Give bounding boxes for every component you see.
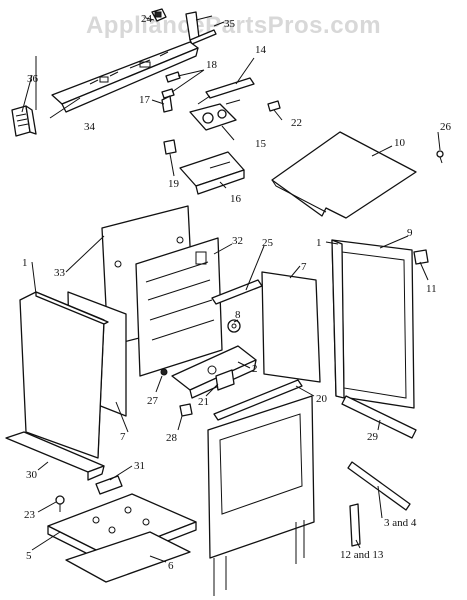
part-8[interactable]	[227, 319, 241, 333]
part-knob-24[interactable]	[151, 8, 167, 22]
label-18: 18	[206, 59, 218, 71]
label-19: 19	[168, 178, 180, 190]
part-22[interactable]	[267, 100, 281, 112]
label-11: 11	[426, 283, 437, 295]
part-3-and-4[interactable]	[347, 461, 411, 511]
part-base-rail-30[interactable]	[5, 431, 105, 481]
label-10: 10	[394, 137, 406, 149]
leader-lines	[21, 17, 441, 563]
watermark: AppliancePartsPros.com	[85, 12, 382, 39]
part-bracket-31[interactable]	[95, 475, 123, 495]
part-12-and-13[interactable]	[349, 503, 361, 547]
part-clip-11[interactable]	[413, 249, 429, 265]
label-15: 15	[255, 138, 267, 150]
label-25: 25	[262, 237, 274, 249]
label-3-and-4: 3 and 4	[384, 517, 417, 529]
label-33: 33	[54, 267, 66, 279]
label-31: 31	[134, 460, 145, 472]
label-5: 5	[26, 550, 32, 562]
part-side-panel-1-left[interactable]	[19, 291, 109, 459]
part-28[interactable]	[179, 403, 193, 417]
part-bracket-35[interactable]	[185, 11, 217, 45]
part-liner-7-right[interactable]	[261, 271, 321, 383]
label-7-left: 7	[120, 431, 126, 443]
part-leveler-23[interactable]	[55, 495, 65, 512]
part-top-panel-10[interactable]	[271, 131, 417, 219]
label-16: 16	[230, 193, 242, 205]
part-inner-frame-32[interactable]	[135, 237, 223, 377]
callout-labels: 24 35 36 14 18 17 34 22 15 19 16 10 26 3…	[22, 13, 452, 572]
label-1-right: 1	[316, 237, 322, 249]
label-29: 29	[367, 431, 379, 443]
label-7-right: 7	[301, 261, 307, 273]
label-12-and-13: 12 and 13	[340, 549, 384, 561]
label-17: 17	[139, 94, 151, 106]
label-6: 6	[168, 560, 174, 572]
label-35: 35	[224, 18, 236, 30]
part-trim-20[interactable]	[213, 379, 303, 421]
part-module-36[interactable]	[11, 105, 37, 137]
part-bracket-16[interactable]	[179, 151, 245, 195]
part-18[interactable]	[161, 71, 181, 99]
label-34: 34	[84, 121, 96, 133]
label-27: 27	[147, 395, 159, 407]
label-26: 26	[440, 121, 452, 133]
label-23: 23	[24, 509, 36, 521]
label-30: 30	[26, 469, 38, 481]
label-9: 9	[407, 227, 413, 239]
label-36: 36	[27, 73, 39, 85]
part-17[interactable]	[161, 95, 173, 113]
part-bar-14[interactable]	[205, 77, 255, 99]
label-1-left: 1	[22, 257, 28, 269]
label-14: 14	[255, 44, 267, 56]
label-8: 8	[235, 309, 241, 321]
label-22: 22	[291, 117, 302, 129]
label-20: 20	[316, 393, 328, 405]
part-trim-29[interactable]	[341, 395, 417, 439]
label-2: 2	[252, 363, 258, 375]
label-24: 24	[141, 13, 153, 25]
part-plate-6[interactable]	[65, 531, 191, 583]
part-front-frame[interactable]	[207, 395, 315, 596]
label-32: 32	[232, 235, 243, 247]
part-27[interactable]	[160, 368, 168, 376]
part-side-panel-9[interactable]	[331, 239, 415, 409]
label-21: 21	[198, 396, 209, 408]
part-control-rail-34[interactable]	[51, 41, 199, 113]
label-28: 28	[166, 432, 178, 444]
part-19[interactable]	[163, 139, 177, 155]
part-valve-15[interactable]	[189, 95, 241, 131]
part-screw-26[interactable]	[436, 150, 444, 164]
